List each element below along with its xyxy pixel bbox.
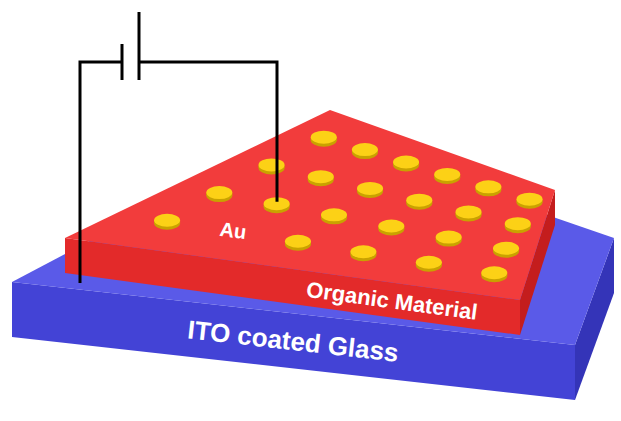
battery-plate: [138, 12, 141, 80]
wire: [139, 62, 277, 202]
gold-dot: [456, 205, 482, 221]
gold-dot: [352, 143, 378, 159]
gold-dot: [475, 180, 501, 196]
gold-dot: [350, 245, 376, 261]
gold-dot: [493, 242, 519, 258]
gold-dot: [154, 214, 180, 230]
gold-dot: [517, 193, 543, 209]
gold-dot: [378, 219, 404, 235]
gold-dot: [357, 182, 383, 198]
gold-dot: [206, 186, 232, 202]
gold-dot: [436, 231, 462, 247]
slab-top: [65, 110, 555, 300]
gold-dot: [416, 256, 442, 272]
organic-layer: Organic Material: [65, 110, 555, 335]
gold-dot: [434, 168, 460, 184]
material-label: Au: [218, 218, 248, 244]
gold-dot: [481, 266, 507, 282]
gold-dot: [505, 217, 531, 233]
gold-dot: [393, 156, 419, 172]
battery-circuit: [80, 12, 277, 283]
gold-dot: [321, 208, 347, 224]
gold-dot: [311, 131, 337, 147]
gold-dot: [259, 158, 285, 174]
wire: [80, 62, 122, 283]
gold-dot: [406, 194, 432, 210]
gold-dot: [285, 235, 311, 251]
battery-plate: [121, 44, 124, 80]
gold-electrodes: [154, 131, 542, 283]
gold-dot: [308, 170, 334, 186]
